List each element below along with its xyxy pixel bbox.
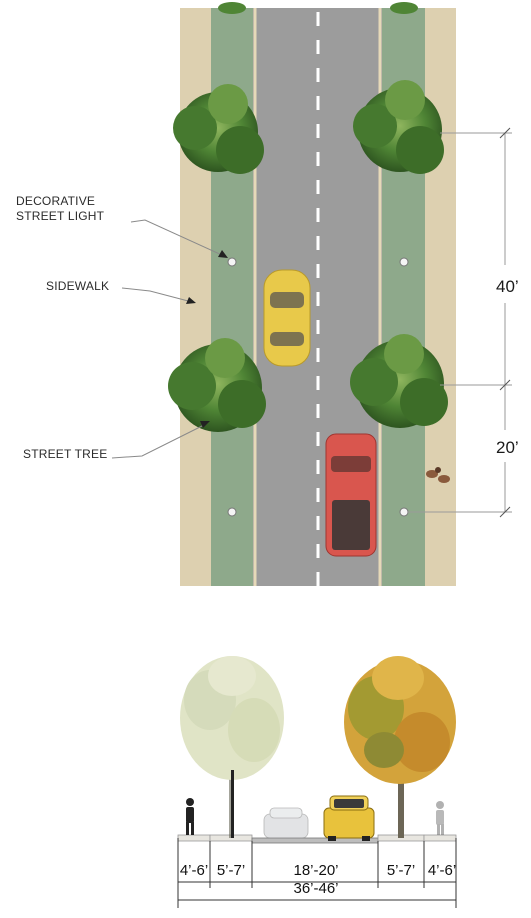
street-tree-plan [168,338,266,432]
pedestrian-icon [426,467,450,483]
dimension-tree-spacing: 40’ [496,277,519,296]
street-tree-plan [350,334,448,428]
dim-tick [499,506,511,518]
leader-arrow [186,297,196,304]
yellow-car-plan [263,269,311,367]
street-tree-section [344,656,456,838]
leader-line-street-tree [111,423,207,459]
section-left-sidewalk [177,834,211,842]
red-truck-plan [325,433,377,557]
pedestrian-section-left [186,798,194,835]
pedestrian-section-right [436,801,444,835]
right-sidewalk [425,8,456,586]
street-light-icon [399,257,409,267]
street-tree-plan [173,84,264,174]
section-roadway [251,837,379,844]
dimension-roadway: 18’-20’ [293,862,339,879]
dimension-left-sidewalk: 4’-6’ [179,862,209,879]
street-light-icon [399,507,409,517]
section-dimension-lines [177,838,457,908]
yellow-car-section [323,795,375,841]
street-tree-plan [353,80,444,174]
dimension-total-width: 36’-46’ [293,880,339,897]
street-tree-top-left-partial [218,2,246,14]
dim-tick [499,379,511,391]
dim-tick [499,127,511,139]
dimension-right-planting: 5’-7’ [386,862,416,879]
leader-arrow [218,250,228,258]
leader-line-sidewalk [121,287,193,303]
dimension-light-offset: 20’ [496,438,519,457]
dimension-left-planting: 5’-7’ [216,862,246,879]
grey-car-section [263,807,309,839]
section-right-sidewalk [423,834,457,842]
street-tree-top-right-partial [390,2,418,14]
leader-line-street-light [130,219,225,257]
dimension-right-sidewalk: 4’-6’ [427,862,457,879]
label-decorative-street-light: DECORATIVE STREET LIGHT [16,194,105,223]
leader-arrow [200,421,210,428]
street-light-pole-section [231,770,234,838]
label-sidewalk: SIDEWALK [46,279,110,293]
street-light-icon [227,257,237,267]
label-street-tree: STREET TREE [23,447,108,461]
street-light-icon [227,507,237,517]
